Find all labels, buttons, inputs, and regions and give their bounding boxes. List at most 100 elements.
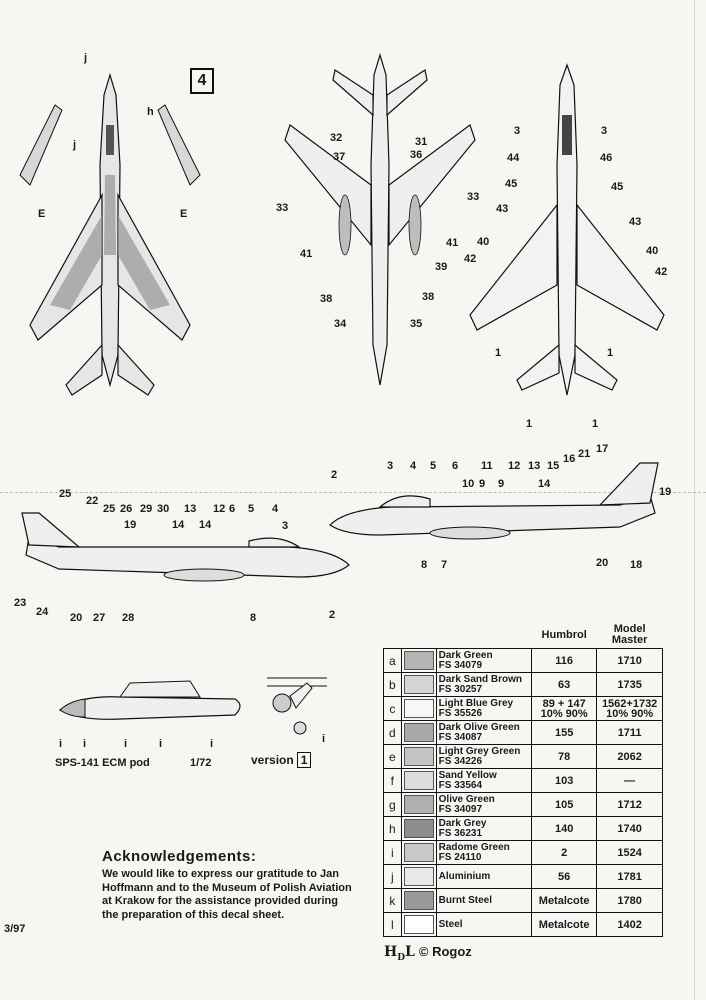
callout-23: 23 [14, 597, 27, 609]
top-view-plain [469, 63, 665, 396]
scale-label: 1/72 [190, 757, 212, 769]
color-swatch-cell [400, 672, 437, 697]
color-swatch-cell [400, 912, 437, 937]
callout-43: 43 [629, 216, 642, 228]
header-model-master: Model Master [611, 623, 648, 646]
callout-45: 45 [505, 178, 518, 190]
callout-2: 2 [331, 469, 338, 481]
copyright: © Rogoz [418, 944, 472, 959]
color-name: Light Grey Green [438, 745, 521, 757]
color-letter: i [383, 840, 402, 865]
callout-39: 39 [435, 261, 448, 273]
callout-1: 1 [607, 347, 614, 359]
callout-14: 14 [199, 519, 212, 531]
color-humbrol: 2 [531, 840, 598, 865]
color-model-master: 1735 [596, 672, 663, 697]
color-letter: l [383, 912, 402, 937]
color-model-master: 1402 [596, 912, 663, 937]
color-swatch [403, 891, 434, 910]
color-model-master: 2062 [596, 744, 663, 769]
callout-3: 3 [282, 520, 289, 532]
color-swatch-cell [400, 648, 437, 673]
page-edge [694, 0, 695, 1000]
color-letter: k [383, 888, 402, 913]
callout-16: 16 [563, 453, 576, 465]
color-model-master: 1712 [596, 792, 663, 817]
callout-21: 21 [578, 448, 591, 460]
callout-3: 3 [601, 125, 608, 137]
callout-41: 41 [300, 248, 313, 260]
color-fs: FS 36231 [438, 827, 483, 839]
callout-13: 13 [528, 460, 541, 472]
underside-view [284, 52, 476, 386]
color-name: Dark Grey [438, 817, 487, 829]
color-model-master: 1740 [596, 816, 663, 841]
color-model-master: 1780 [596, 888, 663, 913]
callout-33: 33 [276, 202, 289, 214]
callout-25: 25 [59, 488, 72, 500]
color-swatch-cell [400, 840, 437, 865]
color-humbrol: 63 [531, 672, 598, 697]
color-fs: FS 34079 [438, 659, 483, 671]
color-humbrol: 105 [531, 792, 598, 817]
color-name: Radome Green [438, 841, 510, 853]
callout-1: 1 [526, 418, 533, 430]
color-swatch-cell [400, 744, 437, 769]
version-detail [267, 677, 327, 735]
callout-6: 6 [452, 460, 459, 472]
color-swatch-cell [400, 816, 437, 841]
color-name: Dark Green [438, 649, 493, 661]
color-swatch [403, 867, 434, 886]
callout-6: 6 [229, 503, 236, 515]
callout-9: 9 [498, 478, 505, 490]
callout-1: 1 [592, 418, 599, 430]
acknowledgements-title: Acknowledgements: [102, 848, 257, 865]
color-humbrol: Metalcote [531, 912, 598, 937]
color-fs: FS 35526 [438, 707, 483, 719]
callout-13: 13 [184, 503, 197, 515]
callout-5: 5 [248, 503, 255, 515]
color-letter: a [383, 648, 402, 673]
callout-24: 24 [36, 606, 49, 618]
color-model-master: 1710 [596, 648, 663, 673]
color-humbrol: 89 + 147 10% 90% [531, 696, 598, 721]
color-letter: j [383, 864, 402, 889]
callout-42: 42 [655, 266, 668, 278]
callout-i: i [124, 738, 128, 750]
color-humbrol: 103 [531, 768, 598, 793]
color-swatch-cell [400, 864, 437, 889]
color-swatch [403, 795, 434, 814]
callout-12: 12 [213, 503, 226, 515]
callout-20: 20 [70, 612, 83, 624]
callout-4: 4 [410, 460, 417, 472]
callout-40: 40 [646, 245, 659, 257]
callout-15: 15 [547, 460, 560, 472]
callout-41: 41 [446, 237, 459, 249]
color-swatch [403, 915, 434, 934]
callout-46: 46 [600, 152, 613, 164]
callout-9: 9 [479, 478, 486, 490]
color-humbrol: 78 [531, 744, 598, 769]
callout-j: j [73, 139, 77, 151]
color-swatch [403, 843, 434, 862]
header-humbrol: Humbrol [541, 628, 587, 641]
callout-25: 25 [103, 503, 116, 515]
color-name-cell: Steel [435, 912, 533, 937]
callout-18: 18 [630, 559, 643, 571]
color-fs: FS 34087 [438, 731, 483, 743]
color-name: Dark Sand Brown [438, 673, 522, 685]
color-swatch [403, 699, 434, 718]
callout-29: 29 [140, 503, 153, 515]
table-head-blank [436, 624, 531, 649]
issue-number: 3/97 [4, 923, 26, 935]
